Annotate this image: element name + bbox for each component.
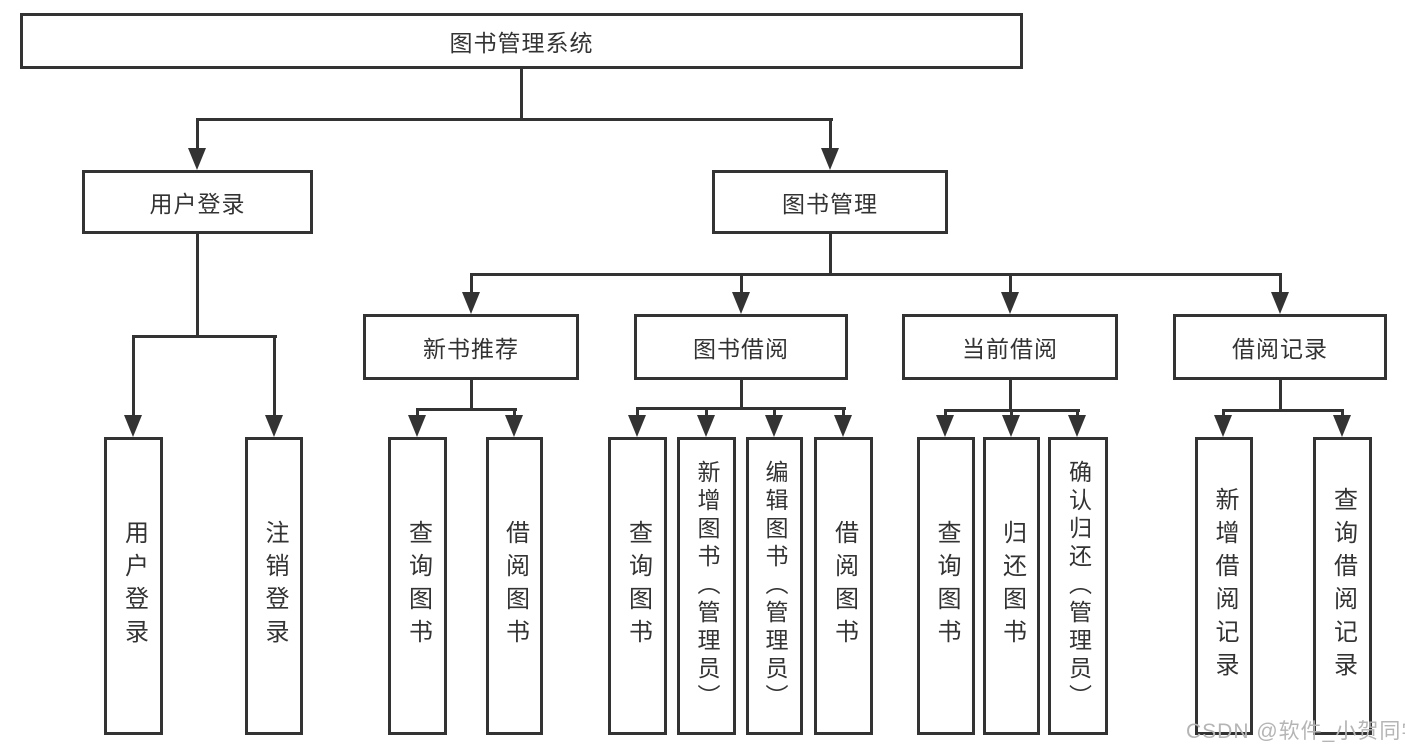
arrowhead-down-icon	[1068, 415, 1086, 437]
leaf-query-books-recommend: 查询图书	[388, 437, 447, 735]
connector-hline	[416, 408, 517, 411]
connector-vline	[1009, 273, 1012, 292]
leaf-user-login: 用户登录	[104, 437, 163, 735]
arrowhead-down-icon	[1214, 415, 1232, 437]
leaf-add-borrow-record: 新增借阅记录	[1195, 437, 1253, 735]
leaf-label: 查询借阅记录	[1329, 487, 1357, 685]
arrowhead-down-icon	[1001, 292, 1019, 314]
leaf-label: 新增借阅记录	[1211, 487, 1238, 685]
leaf-confirm-return-admin: 确认归还（管理员）	[1048, 437, 1108, 735]
leaf-query-books-current: 查询图书	[917, 437, 975, 735]
connector-hline	[1222, 409, 1344, 412]
connector-vline	[705, 407, 708, 415]
leaf-query-books-borrow: 查询图书	[608, 437, 667, 735]
arrowhead-down-icon	[1002, 415, 1020, 437]
arrowhead-down-icon	[697, 415, 715, 437]
connector-vline	[740, 380, 743, 407]
arrowhead-down-icon	[834, 415, 852, 437]
node-new-book-recommend: 新书推荐	[363, 314, 579, 380]
arrowhead-down-icon	[1271, 292, 1289, 314]
leaf-borrow-books-recommend: 借阅图书	[486, 437, 543, 735]
leaf-label: 确认归还（管理员）	[1065, 460, 1092, 712]
connector-vline	[520, 69, 523, 118]
connector-vline	[1279, 273, 1282, 292]
connector-vline	[829, 118, 832, 148]
arrowhead-down-icon	[408, 415, 426, 437]
arrowhead-down-icon	[265, 415, 283, 437]
arrowhead-down-icon	[1333, 415, 1351, 437]
leaf-label: 归还图书	[998, 520, 1026, 652]
node-library-system: 图书管理系统	[20, 13, 1023, 69]
connector-vline	[1222, 409, 1225, 415]
arrowhead-down-icon	[732, 292, 750, 314]
arrowhead-down-icon	[124, 415, 142, 437]
node-current-borrow: 当前借阅	[902, 314, 1118, 380]
leaf-label: 借阅图书	[830, 520, 858, 652]
node-borrow-records: 借阅记录	[1173, 314, 1387, 380]
connector-hline	[196, 118, 833, 121]
leaf-add-book-admin: 新增图书（管理员）	[677, 437, 736, 735]
arrowhead-down-icon	[936, 415, 954, 437]
connector-hline	[636, 407, 846, 410]
connector-vline	[636, 407, 639, 415]
connector-vline	[196, 234, 199, 335]
connector-vline	[196, 118, 199, 148]
connector-vline	[470, 380, 473, 408]
node-book-management: 图书管理	[712, 170, 948, 234]
connector-vline	[1341, 409, 1344, 415]
leaf-label: 查询图书	[404, 520, 432, 652]
leaf-label: 查询图书	[933, 520, 960, 652]
connector-vline	[470, 273, 473, 292]
connector-vline	[132, 335, 135, 415]
leaf-return-book: 归还图书	[983, 437, 1040, 735]
node-user-login: 用户登录	[82, 170, 313, 234]
arrowhead-down-icon	[821, 148, 839, 170]
connector-vline	[273, 335, 276, 415]
leaf-edit-book-admin: 编辑图书（管理员）	[746, 437, 803, 735]
leaf-logout: 注销登录	[245, 437, 303, 735]
connector-vline	[829, 234, 832, 273]
connector-vline	[944, 409, 947, 415]
csdn-watermark: CSDN @软件_小贺同学	[1186, 720, 1405, 743]
connector-vline	[1279, 380, 1282, 409]
leaf-label: 查询图书	[624, 520, 652, 652]
connector-vline	[1009, 380, 1012, 409]
arrowhead-down-icon	[462, 292, 480, 314]
connector-vline	[773, 407, 776, 415]
leaf-label: 借阅图书	[501, 520, 529, 652]
leaf-borrow-books: 借阅图书	[814, 437, 873, 735]
leaf-label: 注销登录	[261, 520, 288, 652]
leaf-label: 用户登录	[120, 520, 148, 652]
connector-vline	[842, 407, 845, 415]
connector-vline	[740, 273, 743, 292]
node-book-borrow: 图书借阅	[634, 314, 848, 380]
arrowhead-down-icon	[188, 148, 206, 170]
arrowhead-down-icon	[628, 415, 646, 437]
connector-hline	[470, 273, 1282, 276]
connector-vline	[416, 408, 419, 415]
arrowhead-down-icon	[765, 415, 783, 437]
leaf-query-borrow-record: 查询借阅记录	[1313, 437, 1372, 735]
connector-hline	[132, 335, 277, 338]
leaf-label: 编辑图书（管理员）	[762, 460, 788, 712]
connector-vline	[1010, 409, 1013, 415]
connector-vline	[1076, 409, 1079, 415]
arrowhead-down-icon	[505, 415, 523, 437]
connector-vline	[513, 408, 516, 415]
leaf-label: 新增图书（管理员）	[694, 460, 720, 712]
